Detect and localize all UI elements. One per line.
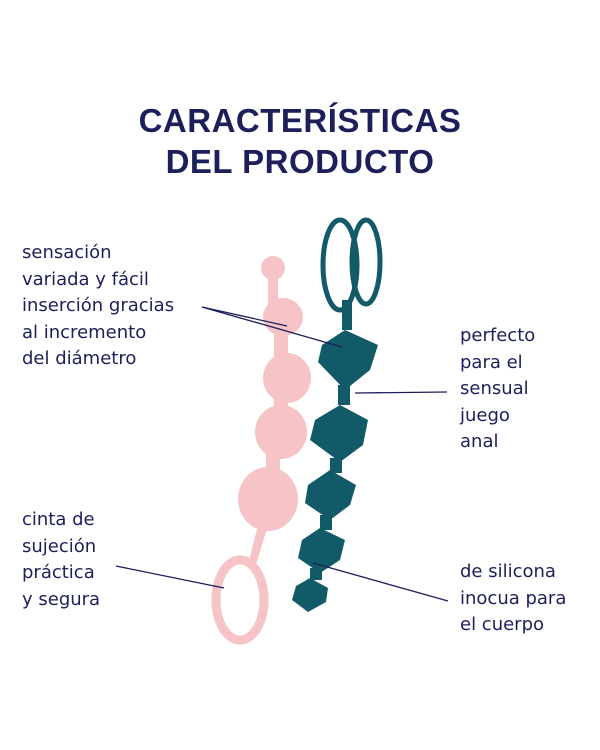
page-title: CARACTERÍSTICAS DEL PRODUCTO — [0, 100, 600, 182]
annotation-line: práctica — [22, 562, 95, 583]
pink-beads — [211, 256, 311, 645]
annotation-retrieval-loop: cinta de sujeción práctica y segura — [22, 507, 100, 613]
annotation-line: inocua para — [460, 587, 567, 609]
annotation-line: inserción gracias — [22, 295, 175, 316]
annotation-diameter: sensación variada y fácil inserción grac… — [22, 240, 174, 373]
annotation-line: sensación — [22, 242, 112, 263]
annotation-line: cinta de — [22, 509, 95, 530]
annotation-line: de silicona — [460, 561, 556, 582]
annotation-line: al incremento — [22, 321, 147, 343]
annotation-silicone: de silicona inocua para el cuerpo — [460, 559, 566, 639]
annotation-line: el cuerpo — [460, 614, 545, 635]
annotation-line: del diámetro — [22, 348, 137, 369]
title-line-1: CARACTERÍSTICAS — [138, 102, 462, 139]
title-line-2: DEL PRODUCTO — [165, 143, 435, 180]
annotation-line: anal — [460, 431, 499, 452]
annotation-line: perfecto — [460, 325, 536, 346]
annotation-line: para el — [460, 351, 523, 373]
annotation-anal-play: perfecto para el sensual juego anal — [460, 323, 535, 456]
callout-lines — [115, 306, 449, 602]
annotation-line: sujeción — [22, 535, 97, 557]
annotation-line: y segura — [22, 588, 101, 610]
annotation-line: sensual — [460, 378, 529, 399]
annotation-line: juego — [460, 404, 510, 426]
teal-beads — [292, 217, 383, 612]
annotation-line: variada y fácil — [22, 268, 149, 290]
